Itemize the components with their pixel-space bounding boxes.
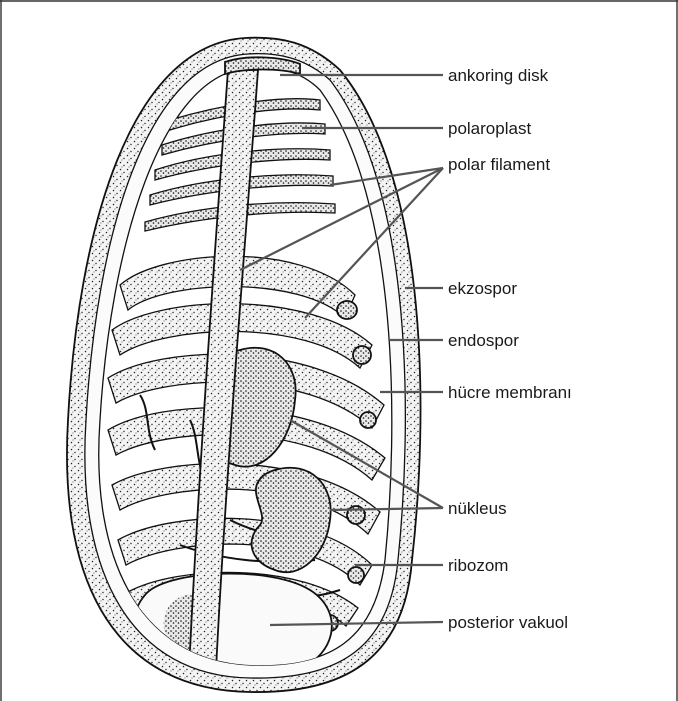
label-posterior-vakuol: posterior vakuol [448,613,568,632]
label-polar-filament: polar filament [448,155,550,174]
label-polaroplast: polaroplast [448,119,531,138]
label-endospor: endospor [448,331,519,350]
label-ankoring-disk: ankoring disk [448,66,549,85]
label-ekzospor: ekzospor [448,279,517,298]
label-ribozom: ribozom [448,556,508,575]
label-hucre-membrani: hücre membranı [448,383,572,402]
labels: ankoring disk polaroplast polar filament… [448,66,572,632]
label-nukleus: nükleus [448,499,507,518]
